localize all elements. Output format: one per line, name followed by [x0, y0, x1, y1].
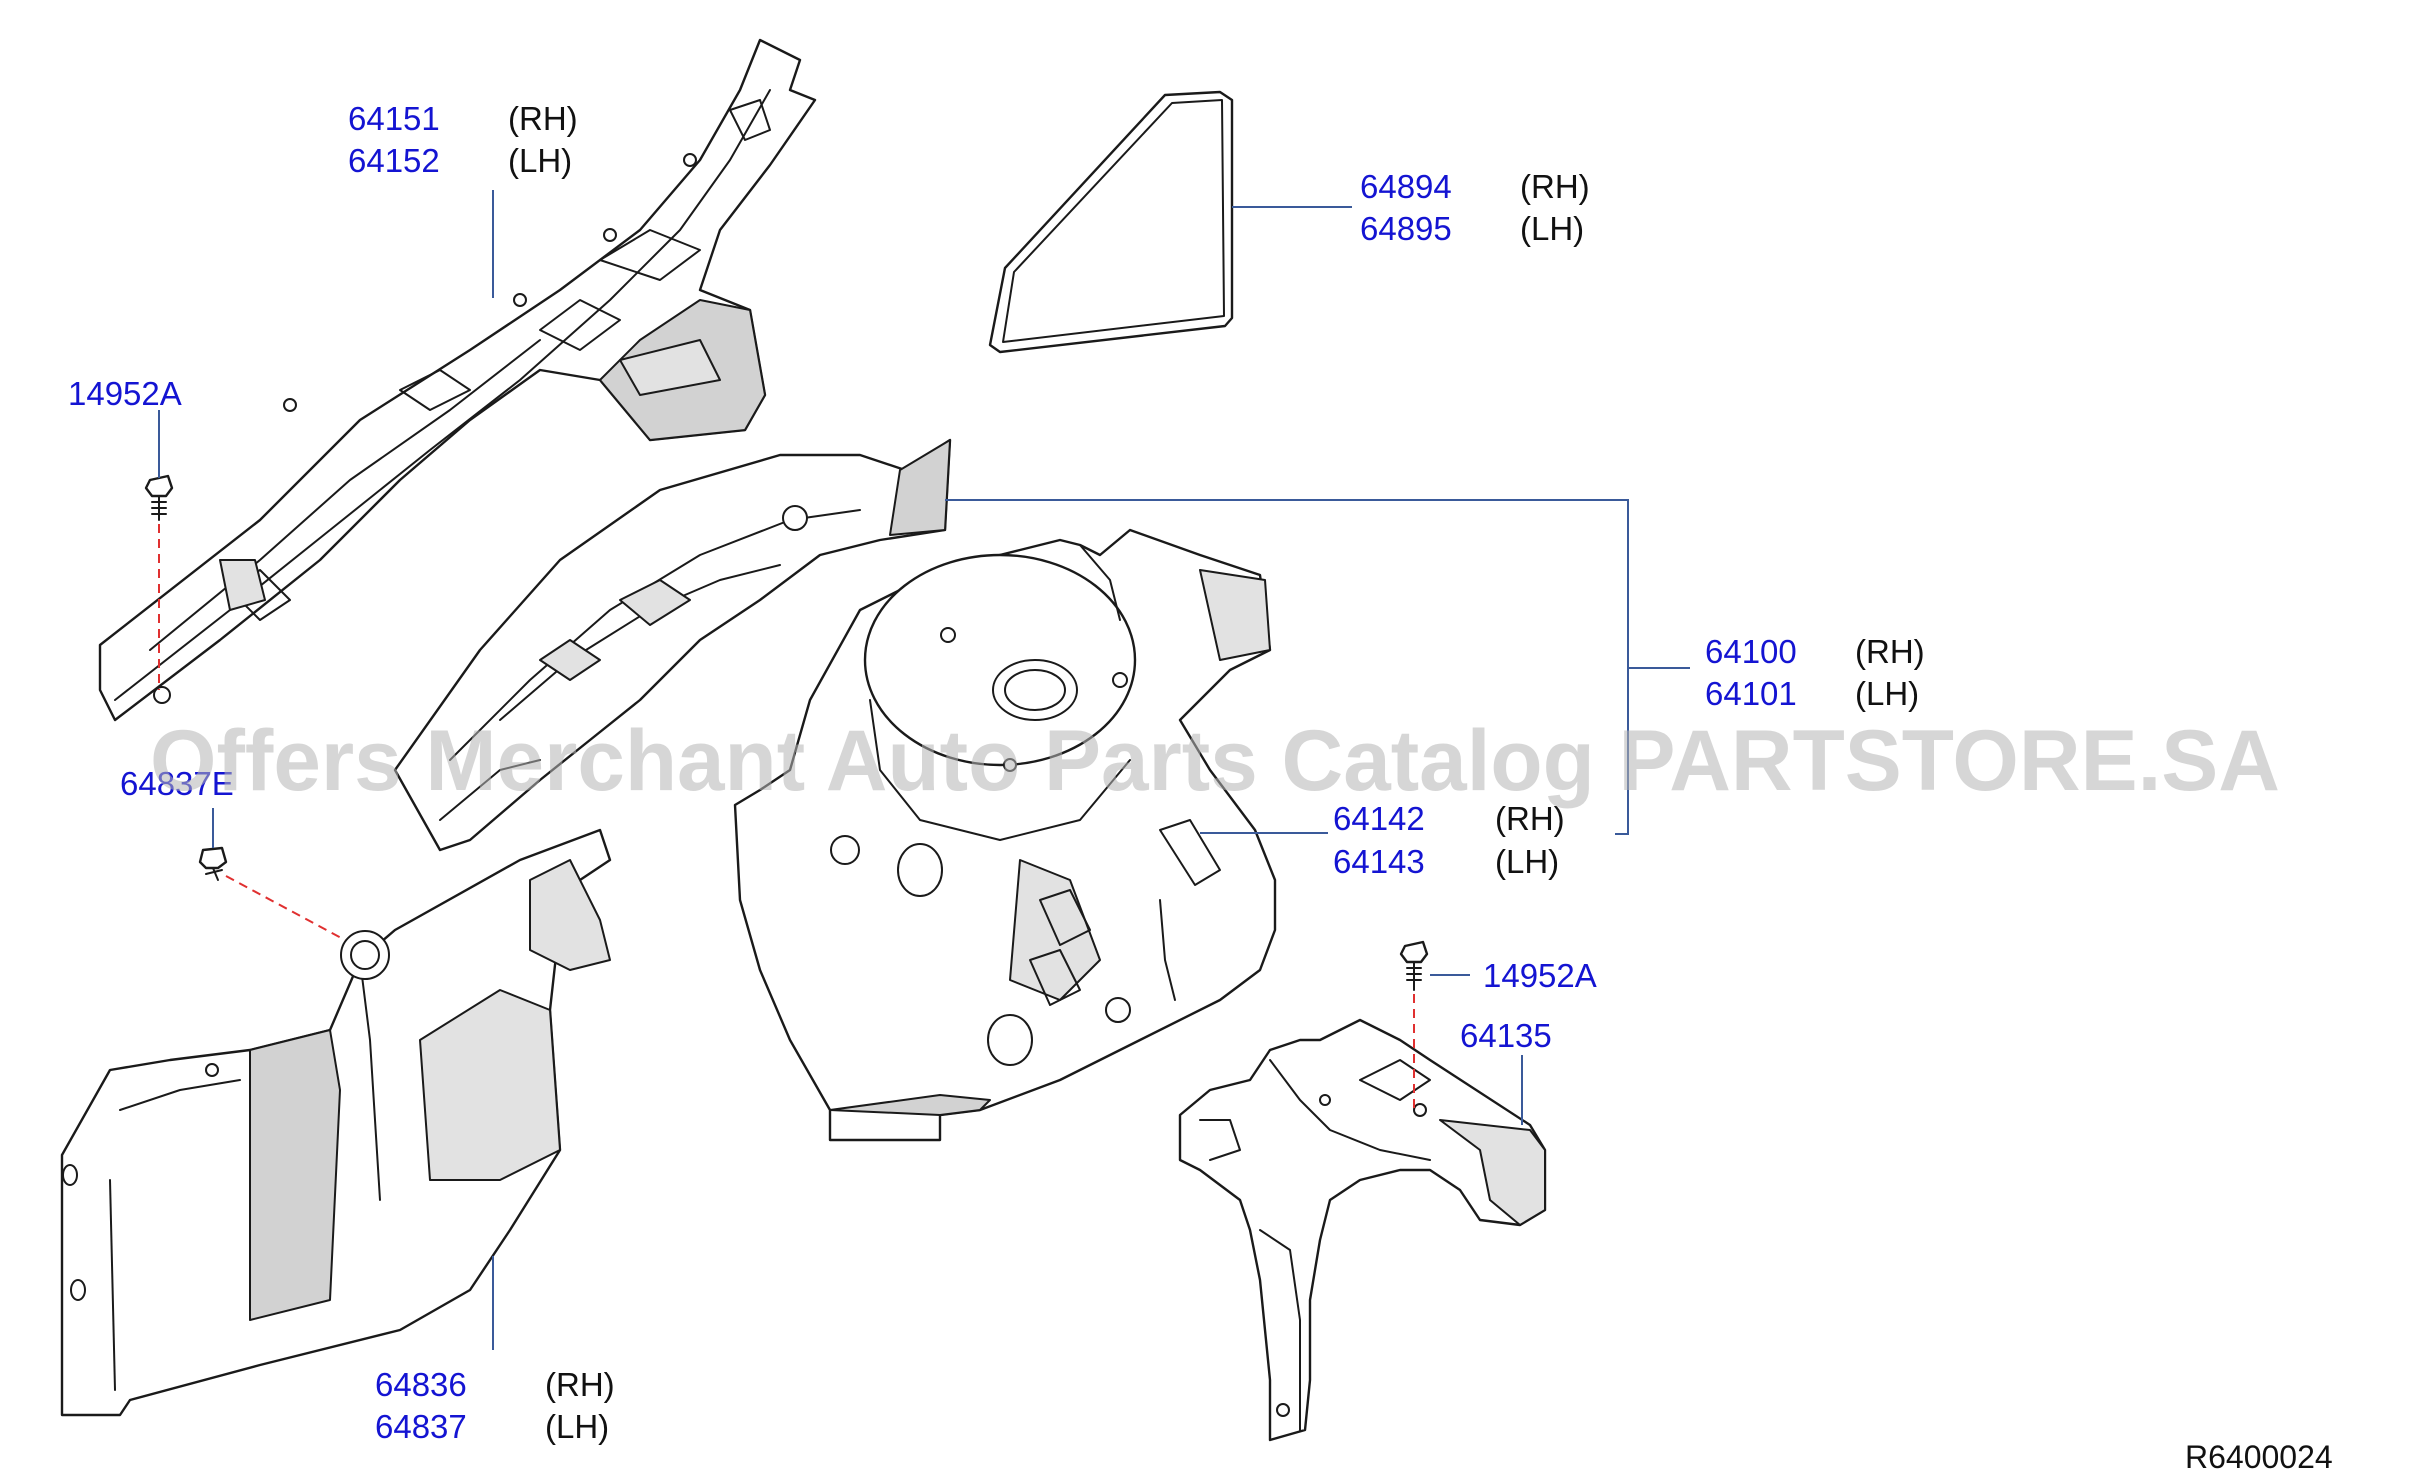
splash-shield-part [60, 828, 612, 1417]
leader-64142 [1200, 832, 1628, 835]
part-number-64836[interactable]: 64836 [375, 1366, 467, 1403]
side-rh-64151: (RH) [508, 100, 578, 137]
watermark-text: Offers Merchant Auto Parts Catalog PARTS… [150, 713, 2280, 809]
fastener-axis-clip [225, 875, 346, 941]
side-lh-64101: (LH) [1855, 675, 1919, 712]
side-lh-64143: (LH) [1495, 843, 1559, 880]
part-number-64135[interactable]: 64135 [1460, 1017, 1552, 1054]
bolt-icon [1399, 940, 1429, 991]
wheel-house-inner-part [733, 528, 1277, 1142]
part-number-64837e[interactable]: 64837E [120, 765, 234, 802]
side-rh-64142: (RH) [1495, 800, 1565, 837]
part-number-14952a-left[interactable]: 14952A [68, 375, 182, 412]
part-number-64100[interactable]: 64100 [1705, 633, 1797, 670]
side-lh-64837: (LH) [545, 1408, 609, 1445]
part-number-64895[interactable]: 64895 [1360, 210, 1452, 247]
part-number-64837[interactable]: 64837 [375, 1408, 467, 1445]
side-lh-64152: (LH) [508, 142, 572, 179]
part-number-64151[interactable]: 64151 [348, 100, 440, 137]
part-number-64142[interactable]: 64142 [1333, 800, 1425, 837]
part-number-64101[interactable]: 64101 [1705, 675, 1797, 712]
bracket-part [1178, 1018, 1547, 1442]
triangular-panel-part [988, 90, 1234, 354]
wheel-housing-outer-part [393, 438, 952, 852]
bolt-icon [144, 474, 174, 521]
side-rh-64894: (RH) [1520, 168, 1590, 205]
diagram-code: R6400024 [2185, 1439, 2333, 1475]
part-number-64894[interactable]: 64894 [1360, 168, 1452, 205]
clip-icon [198, 846, 228, 881]
part-number-64143[interactable]: 64143 [1333, 843, 1425, 880]
side-rh-64836: (RH) [545, 1366, 615, 1403]
side-lh-64895: (LH) [1520, 210, 1584, 247]
part-number-14952a-right[interactable]: 14952A [1483, 957, 1597, 994]
upper-side-member-part [98, 38, 817, 722]
side-rh-64100: (RH) [1855, 633, 1925, 670]
part-number-64152[interactable]: 64152 [348, 142, 440, 179]
